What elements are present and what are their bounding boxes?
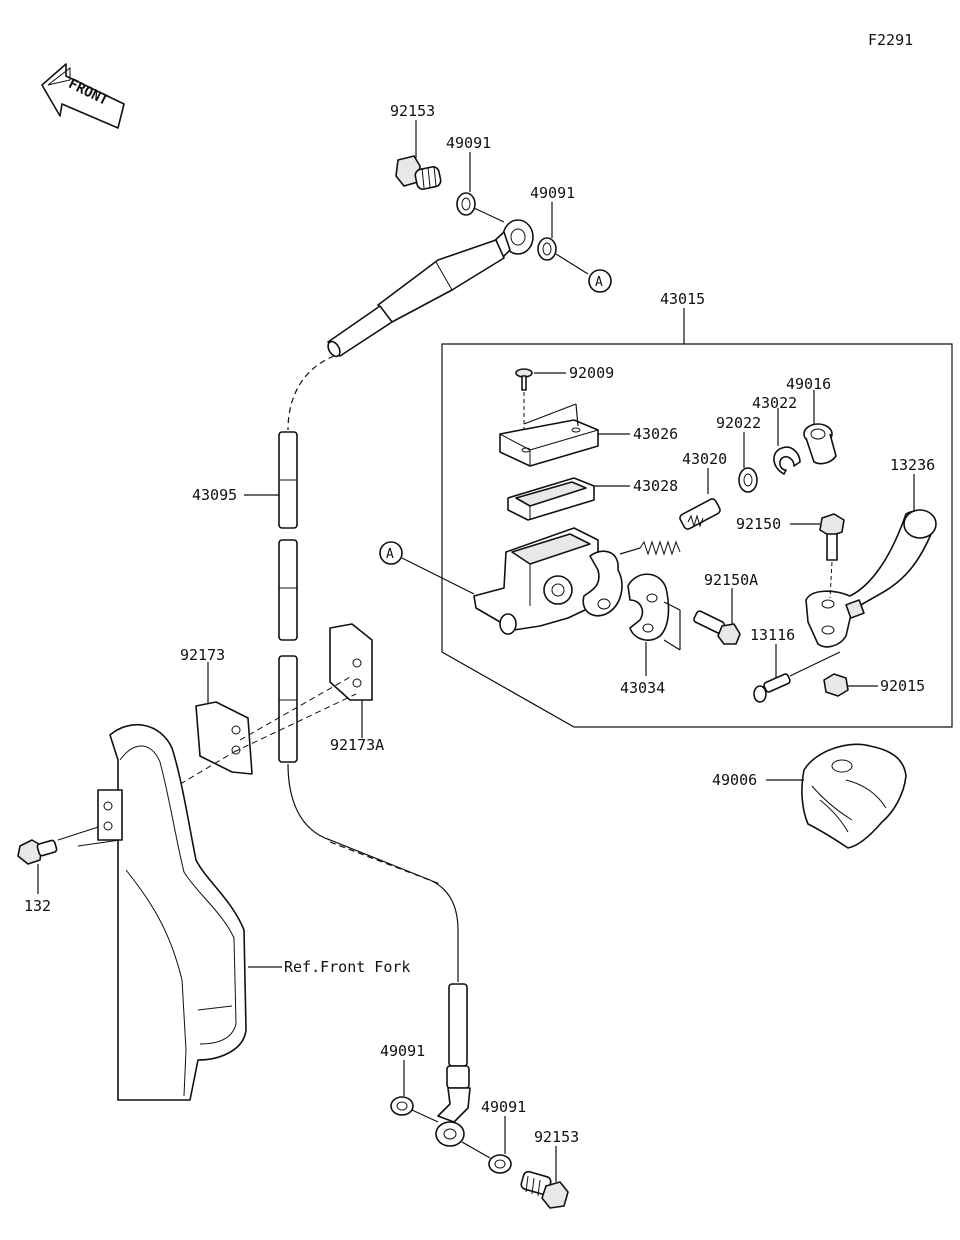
- front-fork-guard: [97, 723, 247, 1101]
- label-pivot-bolt: 92150: [736, 515, 781, 533]
- label-boot: 49016: [786, 375, 831, 393]
- piston-washer: [738, 467, 758, 493]
- lower-banjo-bolt: [520, 1170, 569, 1209]
- callout-a-lower: [379, 541, 403, 565]
- lever-adjuster: [753, 673, 791, 703]
- label-cap: 43026: [633, 425, 678, 443]
- label-piston: 43020: [682, 450, 727, 468]
- leader-fitting-to-washer: [461, 1141, 491, 1159]
- label-circlip: 43022: [752, 394, 797, 412]
- clamp-bolt-axis-2: [233, 693, 357, 753]
- upper-washer-2: [537, 237, 557, 261]
- label-bolt-132: 132: [24, 897, 51, 915]
- cap-screw-guide-2: [575, 403, 579, 427]
- label-washer-lower-2: 49091: [481, 1098, 526, 1116]
- assembly-box-43015: [441, 343, 953, 728]
- brake-hose-lower-fitting: [435, 983, 471, 1147]
- leader-to-callout-a-upper: [555, 253, 589, 275]
- hose-dashed-upper: [287, 355, 335, 431]
- brake-lever: [805, 509, 937, 648]
- hose-clamp-left: [195, 701, 253, 775]
- holder-bolt-guide-3: [663, 639, 681, 651]
- lock-nut: [823, 673, 849, 697]
- callout-a-lower-letter: A: [386, 547, 394, 562]
- label-lever: 13236: [890, 456, 935, 474]
- master-cylinder-cover: [801, 743, 907, 849]
- hose-lower-path: [287, 763, 459, 982]
- bolt-to-fork-line-2: [77, 839, 121, 847]
- label-holder-bolt: 92150A: [704, 571, 758, 589]
- lower-washer-1: [390, 1096, 414, 1116]
- label-clamp-left: 92173: [180, 646, 225, 664]
- label-bolt-lower: 92153: [534, 1128, 579, 1146]
- label-bolt-upper: 92153: [390, 102, 435, 120]
- holder-bolt: [693, 610, 741, 645]
- master-cylinder-body: [473, 527, 623, 635]
- piston-assembly: [639, 498, 721, 556]
- label-hose: 43095: [192, 486, 237, 504]
- cap-screw: [515, 368, 533, 391]
- circlip: [773, 446, 801, 475]
- label-clamp-right: 92173A: [330, 736, 384, 754]
- leader-washer-lower-fitting: [411, 1109, 439, 1123]
- label-washer-piston: 92022: [716, 414, 761, 432]
- label-adjuster: 13116: [750, 626, 795, 644]
- hose-dashed-lower: [329, 841, 441, 885]
- upper-banjo-bolt: [395, 155, 442, 190]
- label-screw: 92009: [569, 364, 614, 382]
- callout-a-upper-letter: A: [595, 275, 603, 290]
- pivot-bolt-axis: [829, 561, 833, 599]
- leader-washer-to-banjo: [473, 207, 505, 223]
- reservoir-cap: [499, 419, 599, 467]
- label-diaphragm: 43028: [633, 477, 678, 495]
- label-cover: 49006: [712, 771, 757, 789]
- leader-callout-a-lower: [401, 557, 475, 595]
- label-assembly: 43015: [660, 290, 705, 308]
- pivot-bolt: [819, 513, 845, 561]
- hose-clamp-right: [329, 623, 373, 701]
- master-cylinder-holder: [627, 573, 670, 641]
- holder-bolt-guide-1: [663, 601, 681, 611]
- clamp-bolt: [17, 839, 58, 865]
- label-holder: 43034: [620, 679, 665, 697]
- front-direction-arrow: FRONT: [41, 63, 125, 129]
- label-washer-lower-1: 49091: [380, 1042, 425, 1060]
- label-washer-upper-2: 49091: [530, 184, 575, 202]
- label-washer-upper-1: 49091: [446, 134, 491, 152]
- brake-hose-upper-fitting: [327, 219, 534, 358]
- piston-axis: [619, 547, 641, 555]
- adjuster-axis: [789, 651, 841, 677]
- reservoir-diaphragm: [507, 477, 595, 521]
- callout-a-upper: [588, 269, 612, 293]
- clamp-bolt-axis-1: [239, 675, 353, 741]
- cap-screw-guide-1: [523, 403, 577, 425]
- dust-boot: [803, 423, 837, 465]
- brake-hose-segments: [278, 431, 298, 763]
- lower-washer-2: [488, 1154, 512, 1174]
- label-nut: 92015: [880, 677, 925, 695]
- label-ref-front-fork: Ref.Front Fork: [284, 958, 410, 976]
- upper-washer-1: [456, 192, 476, 216]
- figure-code: F2291: [868, 31, 913, 49]
